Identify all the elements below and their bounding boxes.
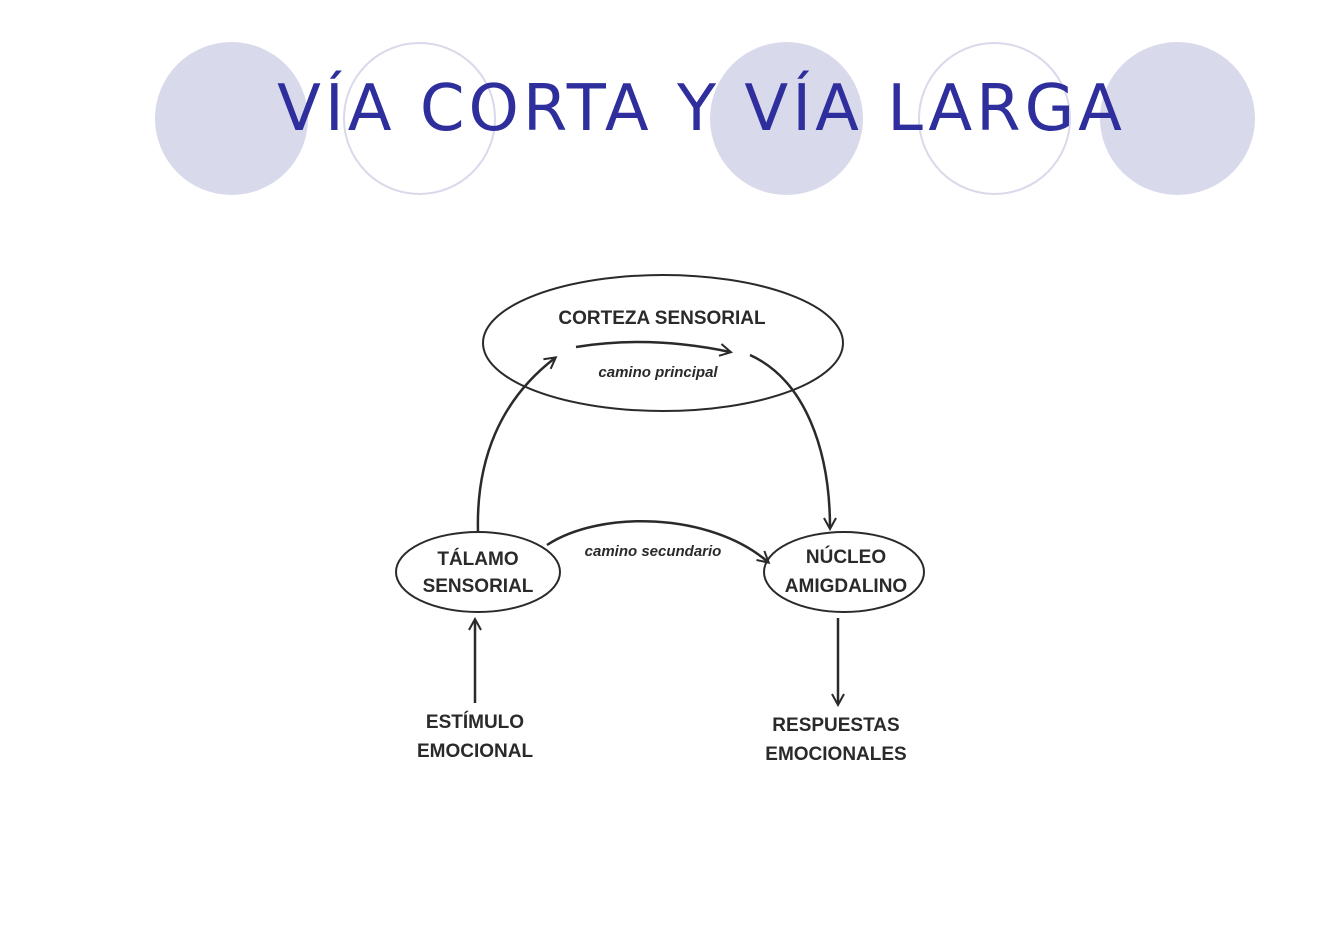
cortex-node: [482, 274, 844, 412]
responses-label-line1: RESPUESTAS: [772, 715, 899, 736]
secondary-path-arrow: [546, 519, 768, 562]
decorative-circle-3: [710, 42, 863, 195]
responses-label-line2: EMOCIONALES: [765, 744, 906, 765]
main-path-arrow: [575, 340, 730, 352]
decorative-circle-1: [155, 42, 308, 195]
cortex-to-amygdala-arrow: [749, 353, 830, 528]
decorative-circle-5: [1100, 42, 1255, 195]
decorative-circle-2: [343, 42, 496, 195]
decorative-circle-4: [918, 42, 1071, 195]
thalamus-label-line1: TÁLAMO: [437, 548, 518, 570]
thalamus-node: [395, 531, 561, 613]
slide-title: VÍA CORTA Y VÍA LARGA: [277, 72, 1126, 146]
amygdala-node: [763, 531, 925, 613]
cortex-label: CORTEZA SENSORIAL: [558, 308, 766, 329]
amygdala-label-line1: NÚCLEO: [806, 546, 886, 568]
thalamus-label-line2: SENSORIAL: [423, 576, 534, 597]
thalamus-to-cortex-arrow: [476, 358, 555, 533]
amygdala-label-line2: AMIGDALINO: [785, 576, 907, 597]
main-path-label: camino principal: [598, 364, 718, 381]
stimulus-label-line2: EMOCIONAL: [417, 741, 534, 762]
stimulus-label-line1: ESTÍMULO: [426, 711, 524, 733]
secondary-path-label: camino secundario: [585, 543, 722, 560]
